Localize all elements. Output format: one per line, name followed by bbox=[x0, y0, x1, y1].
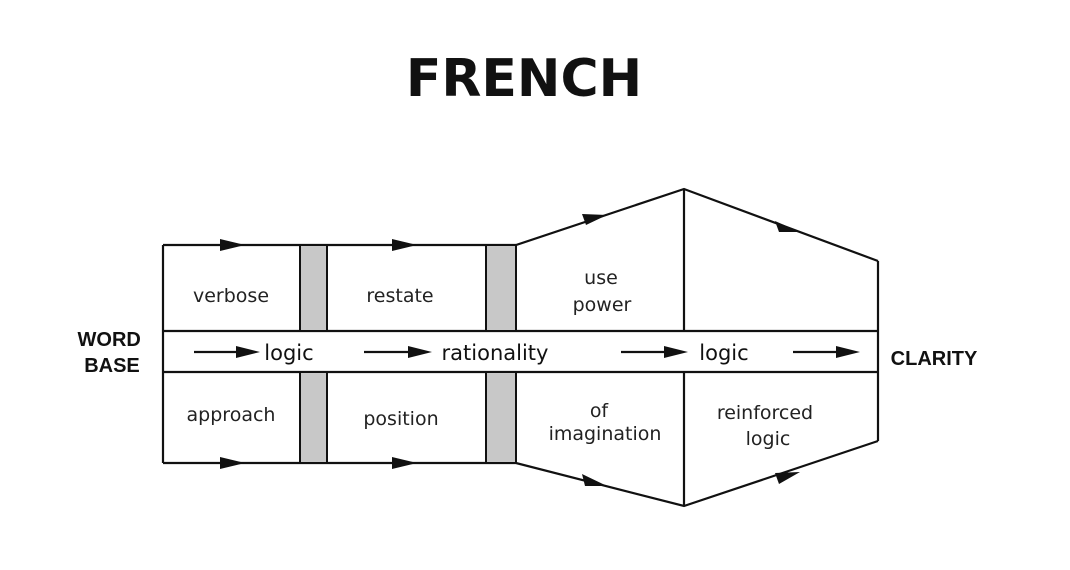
flow-label-rationality: rationality bbox=[442, 341, 549, 365]
arrow-top-3 bbox=[582, 214, 607, 225]
bottom-cell-1-label: approach bbox=[187, 404, 276, 426]
central-channel bbox=[163, 329, 878, 374]
bottom-outline bbox=[163, 439, 879, 508]
bottom-cell-2-label: position bbox=[363, 408, 438, 430]
arrow-bottom-3 bbox=[582, 474, 607, 486]
diagram-title: FRENCH bbox=[406, 49, 642, 109]
barrier-2-bottom bbox=[485, 371, 517, 464]
word-base-line2: BASE bbox=[84, 355, 140, 377]
arrow-bottom-1 bbox=[220, 457, 245, 469]
channel-arrows bbox=[194, 346, 860, 358]
edge-arrows bbox=[220, 214, 800, 486]
barriers bbox=[299, 244, 517, 464]
channel-arrow-2-head bbox=[408, 346, 432, 358]
top-outline bbox=[163, 187, 879, 263]
bottom-cell-3-label: of imagination bbox=[549, 400, 662, 445]
top-cell-2-label: restate bbox=[366, 285, 433, 307]
channel-arrow-4-head bbox=[836, 346, 860, 358]
arrow-bottom-4 bbox=[775, 472, 800, 484]
arrow-top-2 bbox=[392, 239, 417, 251]
barrier-1-top bbox=[299, 244, 328, 332]
word-base-line1: WORD bbox=[78, 329, 141, 351]
bottom-cell-4-line1: reinforced bbox=[717, 402, 813, 424]
word-base-label: WORD BASE bbox=[78, 329, 147, 377]
flow-label-logic-2: logic bbox=[699, 341, 748, 365]
channel-arrow-3-head bbox=[664, 346, 688, 358]
channel-arrow-1-head bbox=[236, 346, 260, 358]
arrow-top-1 bbox=[220, 239, 245, 251]
clarity-label: CLARITY bbox=[891, 348, 978, 370]
top-cell-3-line2: power bbox=[573, 294, 632, 316]
top-cell-1-label: verbose bbox=[193, 285, 269, 307]
bottom-cell-3-line2: imagination bbox=[549, 423, 662, 445]
top-cell-3-label: use power bbox=[573, 267, 632, 316]
top-cell-3-line1: use bbox=[584, 267, 618, 289]
arrow-top-4 bbox=[775, 221, 800, 232]
barrier-1-bottom bbox=[299, 371, 328, 464]
barrier-2-top bbox=[485, 244, 517, 332]
bottom-cell-4-label: reinforced logic bbox=[717, 402, 819, 450]
bottom-cell-4-line2: logic bbox=[746, 428, 791, 450]
flow-label-logic-1: logic bbox=[264, 341, 313, 365]
arrow-bottom-2 bbox=[392, 457, 417, 469]
bottom-cell-3-line1: of bbox=[590, 400, 610, 422]
